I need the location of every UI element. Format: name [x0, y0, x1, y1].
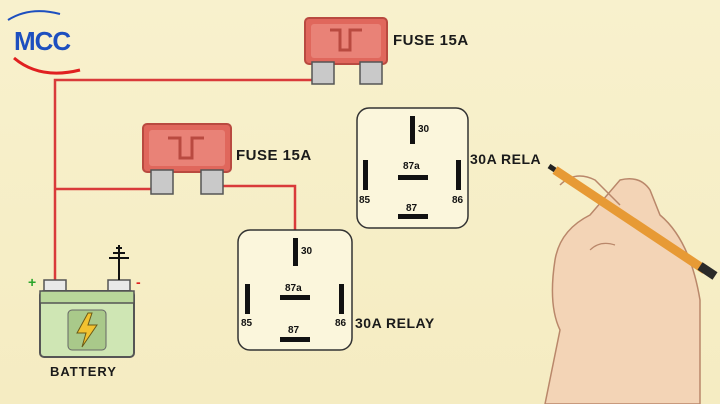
battery-minus-sign: -: [136, 274, 141, 290]
relay-top-pin-87a: 87a: [403, 161, 420, 172]
relay-top-pin-86: 86: [452, 195, 464, 206]
relay-top-pin-87: 87: [406, 203, 418, 214]
wire-fuse-lower-to-relay: [220, 184, 297, 240]
fuse-top: [304, 17, 388, 85]
relay-lower-pin-85: 85: [241, 318, 253, 329]
relay-lower: [237, 229, 353, 351]
relay-lower-pin-87: 87: [288, 325, 300, 336]
fuse-lower: [142, 123, 232, 195]
relay-top-pin-85: 85: [359, 195, 371, 206]
hand-with-pen-illustration: [544, 163, 718, 404]
battery-label: BATTERY: [50, 364, 117, 379]
wire-battery-to-fuse-top: [53, 78, 322, 285]
relay-lower-pin-86: 86: [335, 318, 347, 329]
relay-lower-pin-30: 30: [301, 246, 313, 257]
relay-top-label: 30A RELA: [470, 151, 542, 167]
logo: MCC: [14, 26, 71, 56]
relay-top-pin-30: 30: [418, 124, 430, 135]
logo-mark: [7, 10, 81, 75]
relay-top: [356, 107, 469, 229]
relay-lower-pin-87a: 87a: [285, 283, 302, 294]
relay-lower-label: 30A RELAY: [355, 315, 435, 331]
fuse-top-label: FUSE 15A: [393, 32, 469, 49]
battery-plus-sign: +: [28, 274, 37, 290]
battery: [39, 245, 135, 358]
fuse-lower-label: FUSE 15A: [236, 147, 312, 164]
wires: [53, 78, 322, 285]
ground-icon: [109, 245, 129, 280]
lightning-icon: [76, 312, 98, 348]
